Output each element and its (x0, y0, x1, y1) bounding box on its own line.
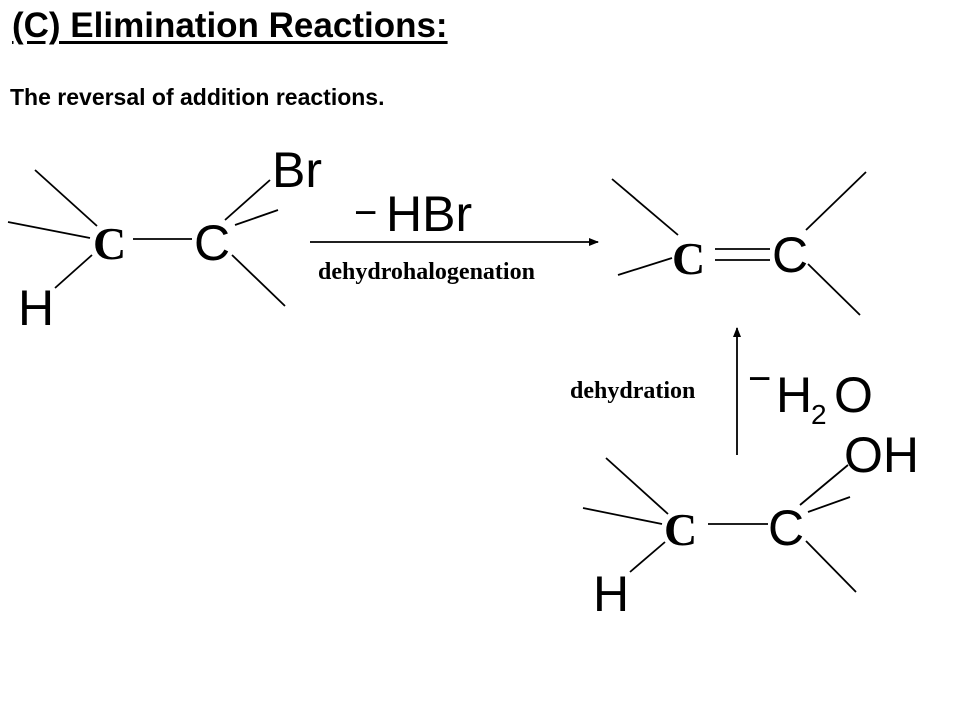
reactant-hydrogen: H (18, 280, 54, 336)
alcohol-hydroxyl: OH (844, 427, 919, 483)
reactant-bromine: Br (272, 142, 322, 198)
alcohol-bond-to-oh (799, 464, 849, 506)
reaction2-reagent-subscript: 2 (811, 399, 827, 430)
reactant-carbon-left: C (93, 218, 126, 269)
product-bond-lower-left (617, 257, 673, 276)
reactant-bond-right (234, 209, 279, 226)
slide-title: (C) Elimination Reactions: (12, 6, 448, 45)
reaction2-label: dehydration (570, 378, 695, 404)
reaction1-label: dehydrohalogenation (318, 259, 535, 285)
reaction2-reagent-h: H (776, 367, 812, 423)
reactant-bond-upper-left (34, 169, 98, 227)
reactant-bond-lower-right (231, 254, 286, 307)
alcohol-bond-upper-left (605, 457, 669, 515)
reactant-bond-to-h (54, 254, 93, 289)
product-bond-lower-right (807, 263, 861, 316)
product-bond-upper-left (611, 178, 679, 236)
reaction2-minus-sign: − (748, 357, 771, 401)
reaction1-reagent: HBr (386, 186, 472, 242)
reactant-carbon-right: C (194, 215, 230, 271)
alcohol-molecule (582, 457, 857, 593)
reactant-molecule (7, 169, 286, 307)
alcohol-hydrogen: H (593, 566, 629, 622)
product-bond-upper-right (805, 171, 867, 231)
alcohol-bond-right (807, 496, 851, 513)
alcohol-carbon-right: C (768, 500, 804, 556)
product-carbon-left: C (672, 233, 705, 284)
reactant-bond-to-br (224, 179, 271, 221)
product-molecule (611, 171, 867, 316)
alcohol-bond-left (582, 507, 663, 525)
alcohol-carbon-left: C (664, 504, 697, 555)
alcohol-bond-lower-right (805, 540, 857, 593)
alcohol-bond-to-h (629, 541, 666, 573)
reaction1-minus-sign: − (354, 191, 377, 235)
slide-subtitle: The reversal of addition reactions. (10, 84, 385, 110)
reaction2-reagent-o: O (834, 367, 873, 423)
product-carbon-right: C (772, 227, 808, 283)
reactant-bond-left (7, 221, 91, 239)
